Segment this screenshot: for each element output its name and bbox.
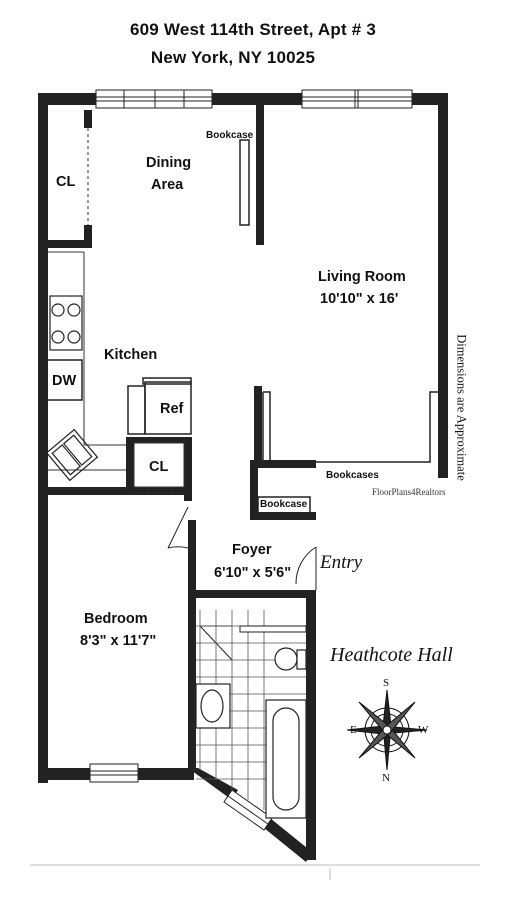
compass-s: S [383, 677, 390, 689]
vanity-sink [195, 683, 231, 729]
compass-rose [346, 689, 428, 771]
refrigerator [127, 377, 192, 435]
bedroom-dims: 8'3" x 11'7" [80, 633, 157, 649]
exterior-walls [38, 93, 448, 862]
building-name: Heathcote Hall [330, 644, 453, 666]
foyer-label: Foyer [232, 542, 272, 558]
kitchen-label: Kitchen [104, 347, 158, 363]
closet-top-label: CL [56, 174, 76, 190]
address-line-1: 609 West 114th Street, Apt # 3 [130, 20, 376, 39]
sink [45, 428, 99, 482]
closet-mid-label: CL [149, 459, 169, 475]
compass-n: N [382, 772, 390, 784]
stove [49, 295, 83, 351]
dishwasher [45, 359, 83, 401]
toilet [274, 647, 307, 671]
refrigerator-label: Ref [160, 401, 184, 417]
dimensions-note: Dimensions are Approximate [454, 334, 469, 481]
dashed-lines [87, 128, 184, 494]
compass-e: E [350, 724, 357, 736]
dishwasher-label: DW [52, 373, 77, 389]
compass-w: W [418, 724, 429, 736]
windows [89, 89, 413, 831]
foyer-dims: 6'10" x 5'6" [214, 565, 292, 581]
bookcases [239, 139, 438, 514]
bookcase-foyer-label: Bookcase [260, 499, 308, 510]
closet-mid-box [133, 442, 185, 488]
living-room-label: Living Room [318, 269, 406, 285]
bedroom-label: Bedroom [84, 611, 148, 627]
scan-edges [30, 864, 480, 880]
entry-label: Entry [320, 552, 363, 573]
credit-label: FloorPlans4Realtors [372, 487, 446, 497]
bathtub [265, 699, 307, 819]
bookcase-top-label: Bookcase [206, 130, 254, 141]
bookcases-label: Bookcases [326, 470, 379, 481]
dining-label-2: Area [151, 177, 184, 193]
living-room-dims: 10'10" x 16' [320, 291, 399, 307]
dining-label-1: Dining [146, 155, 192, 171]
address-line-2: New York, NY 10025 [150, 48, 316, 67]
bath-shelf [239, 625, 307, 633]
interior-walls [48, 105, 316, 768]
